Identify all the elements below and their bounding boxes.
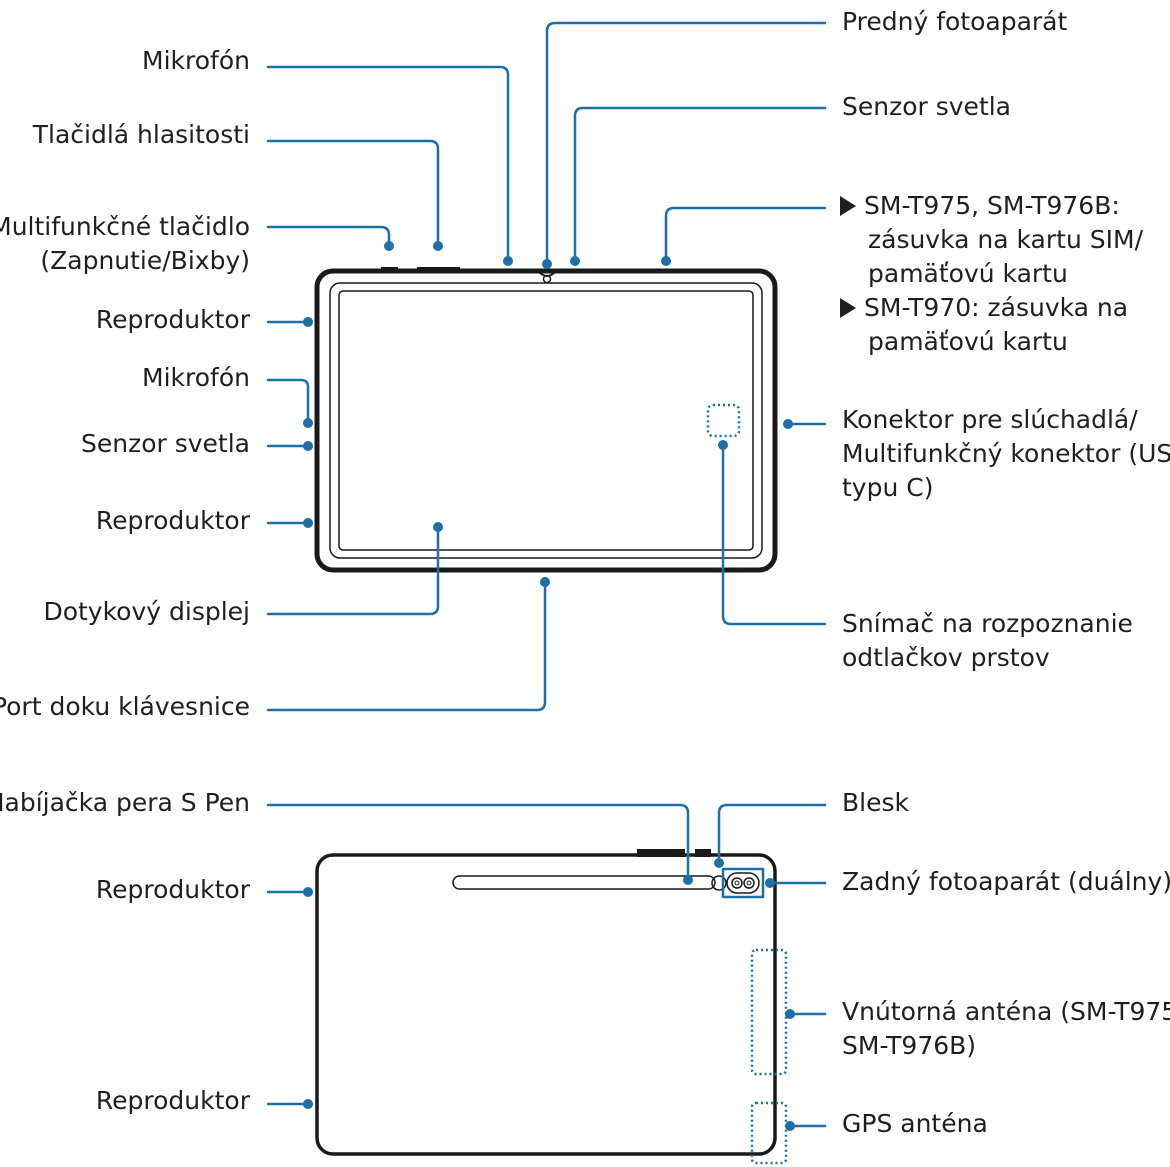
front-device xyxy=(314,267,778,573)
label-connector-line2: Multifunkčný konektor (USB xyxy=(842,439,1170,468)
leader-dot xyxy=(540,577,550,587)
tray-1-line1-text: SM-T975, SM-T976B: xyxy=(864,191,1120,220)
leader-line xyxy=(573,106,827,263)
bullet-triangle-icon xyxy=(840,298,856,318)
leader-dot xyxy=(542,259,552,269)
label-sim-tray-line1: SM-T975, SM-T976B: xyxy=(840,189,1143,223)
label-spen-charger: Nabíjačka pera S Pen xyxy=(0,788,250,817)
label-sim-tray-line2: zásuvka na kartu SIM/ xyxy=(868,225,1143,254)
label-side-key-line2: (Zapnutie/Bixby) xyxy=(40,246,250,275)
leader-dot xyxy=(303,441,313,451)
leader-line xyxy=(266,225,391,248)
rear-camera-lens-2 xyxy=(743,877,755,889)
leader-dot xyxy=(303,518,313,528)
label-connector-line1: Konektor pre slúchadlá/ xyxy=(842,405,1138,434)
leader-dot xyxy=(303,887,313,897)
leader-line xyxy=(266,65,510,263)
label-memory-tray-line1: SM-T970: zásuvka na xyxy=(840,291,1143,325)
leader-dot xyxy=(303,1099,313,1109)
label-speaker-top: Reproduktor xyxy=(95,305,250,334)
label-light-sensor-top: Senzor svetla xyxy=(842,92,1012,121)
leader-line xyxy=(266,803,690,882)
leader-line xyxy=(266,525,440,616)
fingerprint-zone xyxy=(706,403,741,438)
leader-dot xyxy=(570,256,580,266)
leader-dot xyxy=(384,241,394,251)
back-volume-buttons xyxy=(637,849,685,857)
rear-camera-lens-2-inner xyxy=(746,880,752,886)
label-keyboard-port: Port doku klávesnice xyxy=(0,692,250,721)
label-back-speaker-top: Reproduktor xyxy=(95,875,250,904)
leader-dot xyxy=(765,878,775,888)
leader-dot xyxy=(783,419,793,429)
leader-dot xyxy=(433,522,443,532)
leader-line xyxy=(266,139,440,248)
flash-led xyxy=(711,875,727,891)
back-frame xyxy=(315,853,777,1156)
label-light-sensor-side: Senzor svetla xyxy=(80,429,250,458)
tray-2-line1-text: SM-T970: zásuvka na xyxy=(864,293,1129,322)
rear-camera-lens-1-inner xyxy=(734,880,740,886)
leader-dot xyxy=(303,418,313,428)
label-fingerprint: Snímač na rozpoznanie odtlačkov prstov xyxy=(842,607,1133,675)
label-side-key-line1: Multifunkčné tlačidlo xyxy=(0,212,250,241)
rear-camera-lens-1 xyxy=(731,877,743,889)
spen-charger-slot xyxy=(452,875,716,890)
label-internal-antenna-line2: SM-T976B) xyxy=(842,1031,977,1060)
internal-antenna-zone xyxy=(750,948,788,1076)
leader-dot xyxy=(683,875,693,885)
leader-line xyxy=(266,378,310,425)
label-internal-antenna-line1: Vnútorná anténa (SM-T975, xyxy=(842,997,1170,1026)
rear-camera-highlight xyxy=(721,867,765,899)
volume-buttons xyxy=(417,267,460,272)
label-touchscreen: Dotykový displej xyxy=(43,597,250,626)
label-internal-antenna: Vnútorná anténa (SM-T975, SM-T976B) xyxy=(842,995,1170,1063)
bullet-triangle-icon xyxy=(840,196,856,216)
leader-line xyxy=(545,21,827,266)
label-memory-tray-line2: pamäťovú kartu xyxy=(868,327,1068,356)
label-rear-camera: Zadný fotoaparát (duálny) xyxy=(842,867,1170,896)
label-sim-tray: SM-T975, SM-T976B: zásuvka na kartu SIM/… xyxy=(840,189,1143,359)
label-connector-line3: typu C) xyxy=(842,473,934,502)
leader-dot xyxy=(714,858,724,868)
rear-camera-module xyxy=(726,872,760,894)
front-camera-lens xyxy=(542,274,552,284)
label-speaker-bottom: Reproduktor xyxy=(95,506,250,535)
label-mikrofon-side: Mikrofón xyxy=(142,363,250,392)
leader-dot xyxy=(433,241,443,251)
leader-dot xyxy=(661,256,671,266)
leader-dot xyxy=(503,256,513,266)
front-bezel xyxy=(329,282,763,559)
touchscreen-area xyxy=(338,290,754,551)
leader-line xyxy=(664,206,827,263)
back-device xyxy=(315,849,788,1165)
leader-dot xyxy=(785,1121,795,1131)
leader-line xyxy=(266,580,547,712)
front-leaders xyxy=(266,21,827,712)
leader-line xyxy=(717,803,827,865)
leader-dot xyxy=(303,317,313,327)
label-volume-buttons: Tlačidlá hlasitosti xyxy=(32,120,250,149)
leader-line xyxy=(721,443,827,626)
label-back-speaker-bottom: Reproduktor xyxy=(95,1086,250,1115)
label-fingerprint-line1: Snímač na rozpoznanie xyxy=(842,609,1133,638)
leader-dot xyxy=(718,440,728,450)
leader-dot xyxy=(785,1009,795,1019)
side-key-button xyxy=(381,267,398,272)
back-leaders xyxy=(266,803,827,1131)
label-sim-tray-line3: pamäťovú kartu xyxy=(868,259,1068,288)
label-mikrofon-top: Mikrofón xyxy=(142,46,250,75)
label-flash: Blesk xyxy=(842,788,909,817)
label-gps-antenna: GPS anténa xyxy=(842,1109,988,1138)
label-front-camera: Predný fotoaparát xyxy=(842,7,1068,36)
label-connector: Konektor pre slúchadlá/ Multifunkčný kon… xyxy=(842,403,1170,505)
front-outer-frame xyxy=(314,268,778,573)
label-fingerprint-line2: odtlačkov prstov xyxy=(842,643,1050,672)
back-side-key xyxy=(695,849,711,857)
label-side-key: Multifunkčné tlačidlo (Zapnutie/Bixby) xyxy=(0,210,250,278)
